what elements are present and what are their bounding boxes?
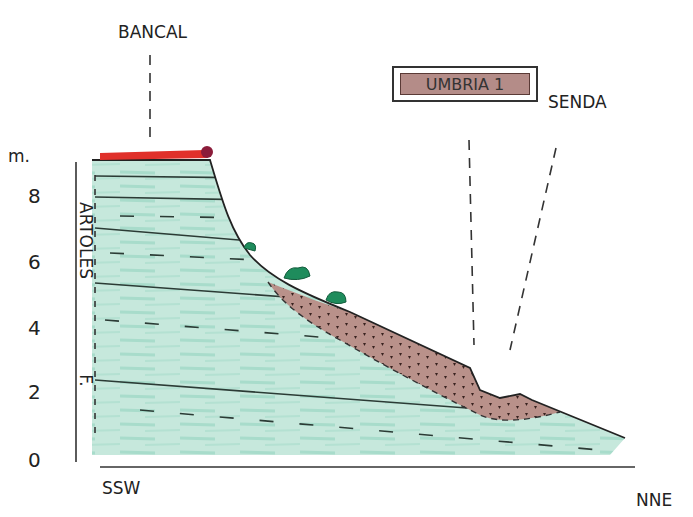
axis-tick: 6 xyxy=(28,252,41,272)
box-label: UMBRIA 1 xyxy=(426,75,505,94)
shrubs xyxy=(244,243,346,304)
place-label: BANCAL xyxy=(118,24,187,41)
axis-tick: 4 xyxy=(28,318,41,338)
bancal-mark xyxy=(201,146,213,158)
terrain-profile xyxy=(92,160,625,438)
direction-label: SSW xyxy=(102,480,140,497)
colluvium xyxy=(268,282,560,420)
axis-tick: 2 xyxy=(28,382,41,402)
axis-unit: m. xyxy=(8,148,30,165)
colluvium-base xyxy=(268,282,560,420)
formation-label: ARTOLES xyxy=(76,202,93,279)
place-label: SENDA xyxy=(548,94,607,111)
axis-tick: 0 xyxy=(28,450,41,470)
axis-tick: 8 xyxy=(28,186,41,206)
bancal-layer xyxy=(100,150,208,160)
direction-label: NNE xyxy=(636,492,672,509)
label-box: UMBRIA 1 xyxy=(392,66,538,102)
bedding xyxy=(95,176,600,450)
rock-body xyxy=(92,160,625,455)
leader-lines xyxy=(150,55,556,350)
formation-label: F. xyxy=(77,374,94,386)
